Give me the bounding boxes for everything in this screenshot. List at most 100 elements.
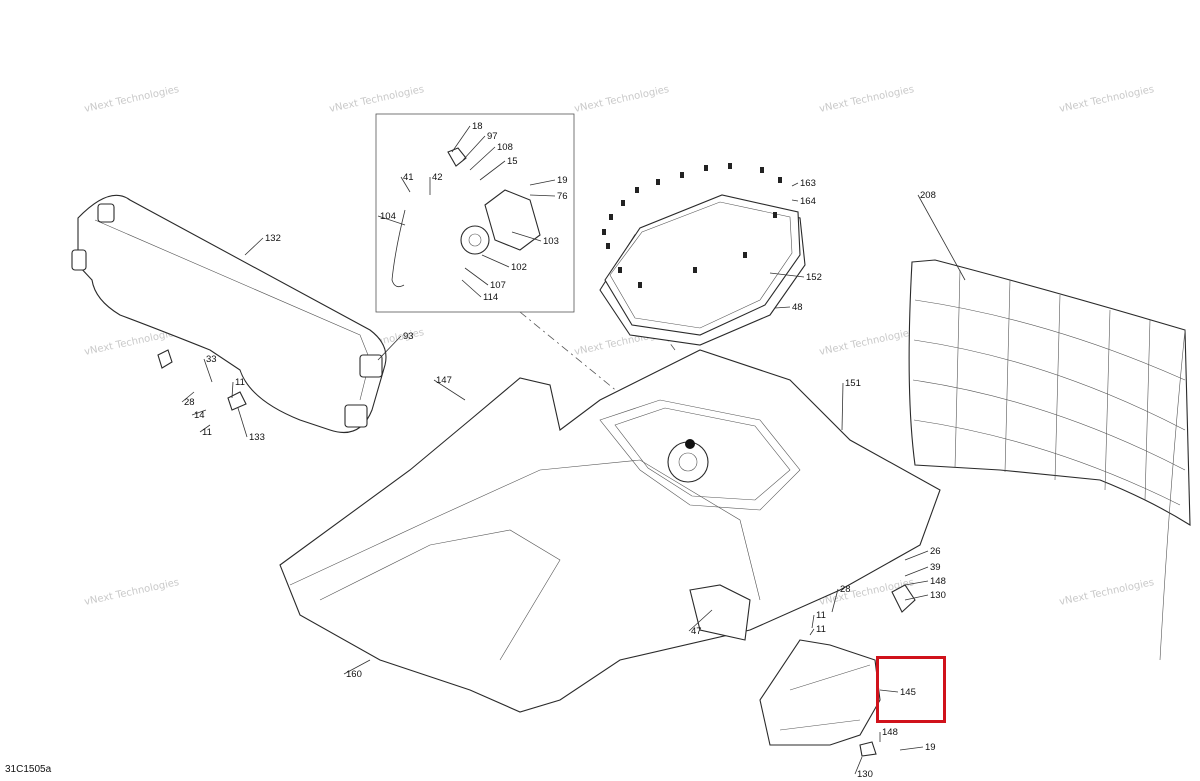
callout-leader (769, 272, 805, 278)
inset-box (375, 113, 575, 313)
callout-leader (451, 125, 471, 153)
watermark-text: vNext Technologies (818, 327, 915, 358)
callout-leader (791, 182, 799, 187)
callout-leader (377, 335, 402, 361)
callout-leader (904, 550, 929, 561)
callout-leader (481, 254, 510, 268)
fastener-mark (743, 252, 747, 258)
callout-leader (191, 409, 207, 416)
callout-label: 33 (206, 354, 217, 365)
windshield-132 (71, 194, 387, 434)
fastener-mark (602, 229, 606, 235)
callout-label: 148 (930, 576, 946, 587)
watermark-text: vNext Technologies (1058, 84, 1155, 115)
lid-152 (599, 194, 806, 346)
fastener-mark (773, 212, 777, 218)
callout-label: 103 (543, 236, 559, 247)
watermark-text: vNext Technologies (328, 84, 425, 115)
callout-leader (400, 176, 411, 193)
callout-label: 42 (432, 172, 443, 183)
callout-label: 130 (930, 590, 946, 601)
fastener-mark (609, 214, 613, 220)
callout-label: 39 (930, 562, 941, 573)
callout-label: 151 (845, 378, 861, 389)
callout-leader (529, 179, 556, 186)
fastener-mark (618, 267, 622, 273)
fastener-mark (635, 187, 639, 193)
callout-label: 97 (487, 131, 498, 142)
callout-label: 11 (816, 610, 826, 621)
callout-label: 28 (840, 584, 851, 595)
callout-leader (231, 381, 234, 399)
callout-label: 26 (930, 546, 941, 557)
callout-leader (244, 237, 264, 256)
body-main (279, 349, 941, 713)
callout-label: 104 (380, 211, 396, 222)
callout-label: 133 (249, 432, 265, 443)
fastener-mark (704, 165, 708, 171)
callout-leader (791, 199, 799, 202)
callout-leader (688, 609, 713, 632)
callout-label: 130 (857, 769, 873, 780)
callout-leader (879, 689, 899, 693)
callout-leader (529, 194, 556, 197)
watermark-text: vNext Technologies (818, 84, 915, 115)
callout-label: 48 (792, 302, 803, 313)
fastener-mark (606, 243, 610, 249)
callout-label: 148 (882, 727, 898, 738)
callout-label: 11 (235, 377, 245, 388)
callout-leader (479, 160, 506, 181)
cover-145 (759, 639, 881, 746)
watermark-text: vNext Technologies (83, 84, 180, 115)
fastener-mark (778, 177, 782, 183)
callout-leader (811, 614, 815, 629)
fastener-mark (656, 179, 660, 185)
callout-label: 76 (557, 191, 568, 202)
fastener-mark (680, 172, 684, 178)
callout-label: 147 (436, 375, 452, 386)
callout-label: 107 (490, 280, 506, 291)
callout-label: 108 (497, 142, 513, 153)
callout-leader (904, 566, 929, 577)
callout-label: 18 (472, 121, 483, 132)
callout-label: 15 (507, 156, 518, 167)
fastener-mark (621, 200, 625, 206)
callout-leader (831, 588, 839, 613)
handle-assembly (391, 147, 541, 288)
callout-label: 114 (483, 292, 498, 303)
fastener-mark (760, 167, 764, 173)
callout-leader (904, 594, 929, 601)
callout-label: 19 (557, 175, 568, 186)
callout-leader (203, 358, 213, 383)
callout-leader (343, 659, 371, 675)
diagram-reference: 31C1505a (5, 764, 52, 775)
callout-label: 164 (800, 196, 816, 207)
watermark-text: vNext Technologies (573, 84, 670, 115)
callout-leader (904, 580, 929, 586)
callout-leader (461, 279, 482, 298)
callout-label: 163 (800, 178, 816, 189)
callout-label: 208 (920, 190, 936, 201)
callout-leader (841, 382, 844, 431)
callout-leader (774, 306, 791, 309)
callout-leader (511, 231, 542, 242)
callout-label: 145 (900, 687, 916, 698)
callout-leader (469, 146, 496, 171)
callout-label: 47 (691, 626, 702, 637)
net-208 (908, 259, 1191, 661)
callout-label: 132 (265, 233, 281, 244)
callout-label: 152 (806, 272, 822, 283)
watermark-text: vNext Technologies (83, 577, 180, 608)
callout-leader (433, 379, 466, 401)
fastener-mark (728, 163, 732, 169)
hardware (157, 349, 916, 757)
callout-leader (181, 391, 195, 403)
callout-leader (199, 424, 211, 433)
callout-leader (854, 756, 863, 775)
callout-label: 11 (816, 624, 826, 635)
callout-label: 160 (346, 669, 362, 680)
callout-label: 28 (184, 397, 195, 408)
callout-label: 93 (403, 331, 414, 342)
